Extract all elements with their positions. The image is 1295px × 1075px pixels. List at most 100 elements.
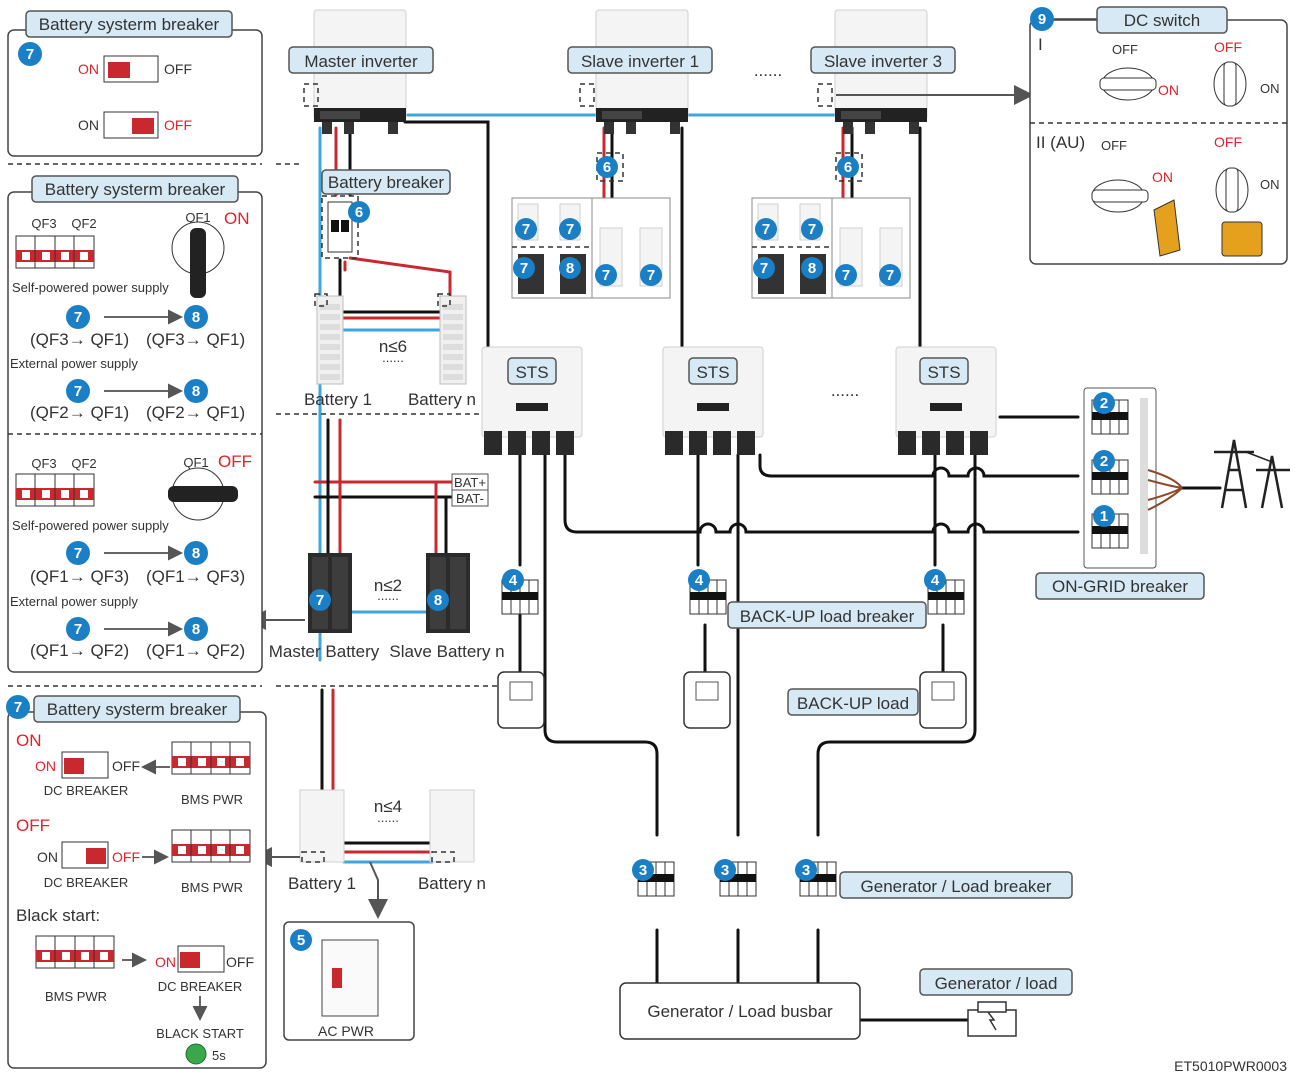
badge-5: 5: [297, 932, 305, 949]
bms-pwr-label-a: BMS PWR: [181, 792, 243, 807]
external-a: External power supply: [10, 356, 138, 371]
dc-off-2: OFF: [1214, 39, 1242, 55]
slave-battery-label: Slave Battery n: [389, 642, 504, 661]
self-powered-a: Self-powered power supply: [12, 280, 169, 295]
svg-text:7: 7: [886, 267, 894, 284]
battery-rack-n: [439, 295, 467, 385]
dc-switch-title: DC switch: [1124, 11, 1201, 30]
panel3-off-a: OFF: [112, 758, 140, 774]
padlock-b: [1221, 221, 1263, 257]
panel1-title: Battery systerm breaker: [39, 15, 220, 34]
bat-plus-label: BAT+: [454, 475, 486, 490]
svg-text:8: 8: [192, 621, 200, 638]
lv-battery-n-label: Battery n: [408, 390, 476, 409]
panel3-on-a: ON: [35, 758, 56, 774]
svg-text:8: 8: [192, 309, 200, 326]
panel1-off-b: OFF: [164, 117, 192, 133]
seq-off-ext-a: (QF1→ QF2): [30, 641, 129, 660]
ongrid-breaker-label: ON-GRID breaker: [1052, 577, 1188, 596]
panel2-on: ON: [224, 209, 250, 228]
svg-text:7: 7: [602, 267, 610, 284]
svg-text:7: 7: [74, 545, 82, 562]
svg-text:7: 7: [760, 260, 768, 277]
svg-text:7: 7: [522, 221, 530, 238]
gen-breaker-label: Generator / Load breaker: [861, 877, 1052, 896]
seq-on-ext-a: (QF2→ QF1): [30, 403, 129, 422]
badge-6b: 6: [603, 159, 611, 176]
slave-inverter-1-tag: [567, 46, 713, 74]
seq-on-self-a: (QF3→ QF1): [30, 330, 129, 349]
dc-switch-marker: [579, 83, 595, 107]
svg-text:7: 7: [842, 267, 850, 284]
dc-switch-marker: [817, 83, 833, 107]
black-start-button: [185, 1043, 207, 1065]
gen-load-label: Generator / load: [935, 974, 1058, 993]
bms-pwr-label-c: BMS PWR: [45, 989, 107, 1004]
backup-load-label: BACK-UP load: [797, 694, 909, 713]
panel3-off-c: OFF: [226, 954, 254, 970]
generator-icon: [967, 1001, 1017, 1037]
slave-inverter-3-label: Slave inverter 3: [824, 52, 942, 71]
dc-breaker-a: DC BREAKER: [44, 783, 129, 798]
svg-text:7: 7: [74, 309, 82, 326]
qf2-label-b: QF2: [71, 456, 96, 471]
wiring: [313, 113, 1222, 1022]
bms-pwr-a: [171, 741, 251, 775]
seq-on-ext-b: (QF2→ QF1): [146, 403, 245, 422]
inverters-ellipsis: ......: [754, 61, 782, 80]
qf3-label-b: QF3: [31, 456, 56, 471]
panel3-on-heading: ON: [16, 731, 42, 750]
badge-8: 8: [434, 592, 442, 609]
battery-breaker-box: [321, 195, 359, 259]
power-grid-icon: [1214, 439, 1290, 509]
sts-ellipsis: ......: [831, 381, 859, 400]
lv-battery-dots: ......: [382, 350, 404, 365]
svg-text:8: 8: [192, 383, 200, 400]
seq-on-self-b: (QF3→ QF1): [146, 330, 245, 349]
badge-6: [348, 201, 370, 223]
dc-off-4: OFF: [1214, 134, 1242, 150]
panel2-off: OFF: [218, 452, 252, 471]
svg-text:7: 7: [647, 267, 655, 284]
qf-breaker-off: [15, 473, 95, 507]
svg-text:7: 7: [74, 383, 82, 400]
battery-breaker-label: Battery breaker: [328, 173, 445, 192]
ac-pwr-arrow: [368, 861, 388, 919]
black-start-label: BLACK START: [156, 1026, 244, 1041]
hv2-battery-n-label: Battery n: [418, 874, 486, 893]
svg-text:7: 7: [566, 221, 574, 238]
panel3-off-b: OFF: [112, 849, 140, 865]
black-start-seconds: 5s: [212, 1048, 226, 1063]
panel1-on-b: ON: [78, 117, 99, 133]
svg-text:7: 7: [520, 260, 528, 277]
black-start-heading: Black start:: [16, 906, 100, 925]
hv2-battery-1: [299, 789, 345, 863]
padlock-a: [1153, 199, 1181, 257]
backup-badge-2: 4: [695, 572, 704, 589]
sts-1-label: STS: [515, 363, 548, 382]
panel3-on-b: ON: [37, 849, 58, 865]
external-b: External power supply: [10, 594, 138, 609]
dc-on-3: ON: [1152, 169, 1173, 185]
backup-breaker-label: BACK-UP load breaker: [740, 607, 915, 626]
hv2-battery-n: [429, 789, 475, 863]
bms-pwr-label-b: BMS PWR: [181, 880, 243, 895]
svg-text:7: 7: [74, 621, 82, 638]
lv-battery-1-label: Battery 1: [304, 390, 372, 409]
gen-busbar-label: Generator / Load busbar: [647, 1002, 833, 1021]
hv-battery-dots: ......: [377, 588, 399, 603]
panel2-title: Battery systerm breaker: [45, 180, 226, 199]
dc-breaker-b: DC BREAKER: [44, 875, 129, 890]
master-battery-label: Master Battery: [269, 642, 380, 661]
svg-text:8: 8: [192, 545, 200, 562]
gen-badge-2: 3: [721, 862, 729, 879]
slave-inverter-3-tag: [810, 46, 956, 74]
hv2-battery-dots: ......: [377, 810, 399, 825]
panel1-off-a: OFF: [164, 61, 192, 77]
dc-switch-badge: 9: [1038, 11, 1046, 28]
seq-off-self-b: (QF1→ QF3): [146, 567, 245, 586]
sts-2-label: STS: [696, 363, 729, 382]
dc-on-4: ON: [1260, 177, 1280, 192]
svg-text:7: 7: [808, 221, 816, 238]
panel3-title: Battery systerm breaker: [47, 700, 228, 719]
